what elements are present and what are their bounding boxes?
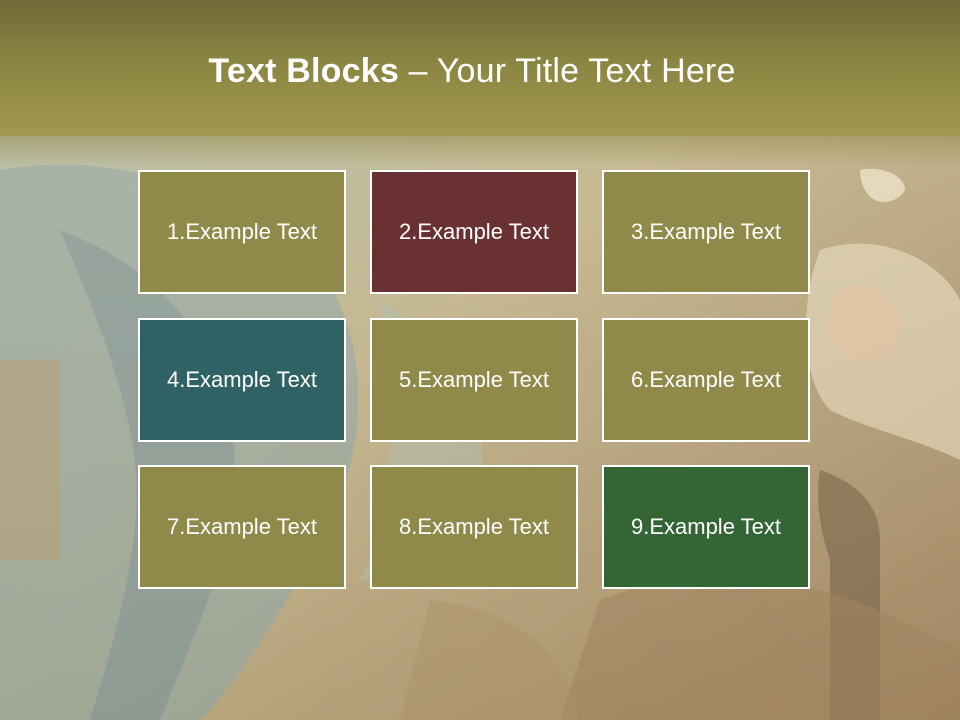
title-bold: Text Blocks — [208, 52, 399, 90]
text-block-label: 8.Example Text — [398, 514, 549, 539]
text-block-3[interactable]: 3.Example Text — [602, 170, 810, 294]
text-block-grid: 1.Example Text 2.Example Text 3.Example … — [138, 170, 816, 594]
text-block-label: 3.Example Text — [630, 219, 781, 244]
text-block-6[interactable]: 6.Example Text — [602, 318, 810, 442]
text-block-label: 4.Example Text — [166, 367, 317, 392]
text-block-5[interactable]: 5.Example Text — [370, 318, 578, 442]
text-block-1[interactable]: 1.Example Text — [138, 170, 346, 294]
text-block-9[interactable]: 9.Example Text — [602, 465, 810, 589]
title-rest: – Your Title Text Here — [398, 52, 736, 90]
text-block-label: 6.Example Text — [630, 367, 781, 392]
text-block-label: 7.Example Text — [166, 514, 317, 539]
text-block-7[interactable]: 7.Example Text — [138, 465, 346, 589]
text-block-label: 5.Example Text — [398, 367, 549, 392]
slide-title: Text Blocks – Your Title Text Here — [0, 52, 944, 91]
header-strip — [0, 136, 960, 166]
header-band — [0, 0, 960, 136]
text-block-8[interactable]: 8.Example Text — [370, 465, 578, 589]
text-block-2[interactable]: 2.Example Text — [370, 170, 578, 294]
text-block-label: 2.Example Text — [398, 219, 549, 244]
text-block-label: 1.Example Text — [166, 219, 317, 244]
text-block-label: 9.Example Text — [630, 514, 781, 539]
text-block-4[interactable]: 4.Example Text — [138, 318, 346, 442]
